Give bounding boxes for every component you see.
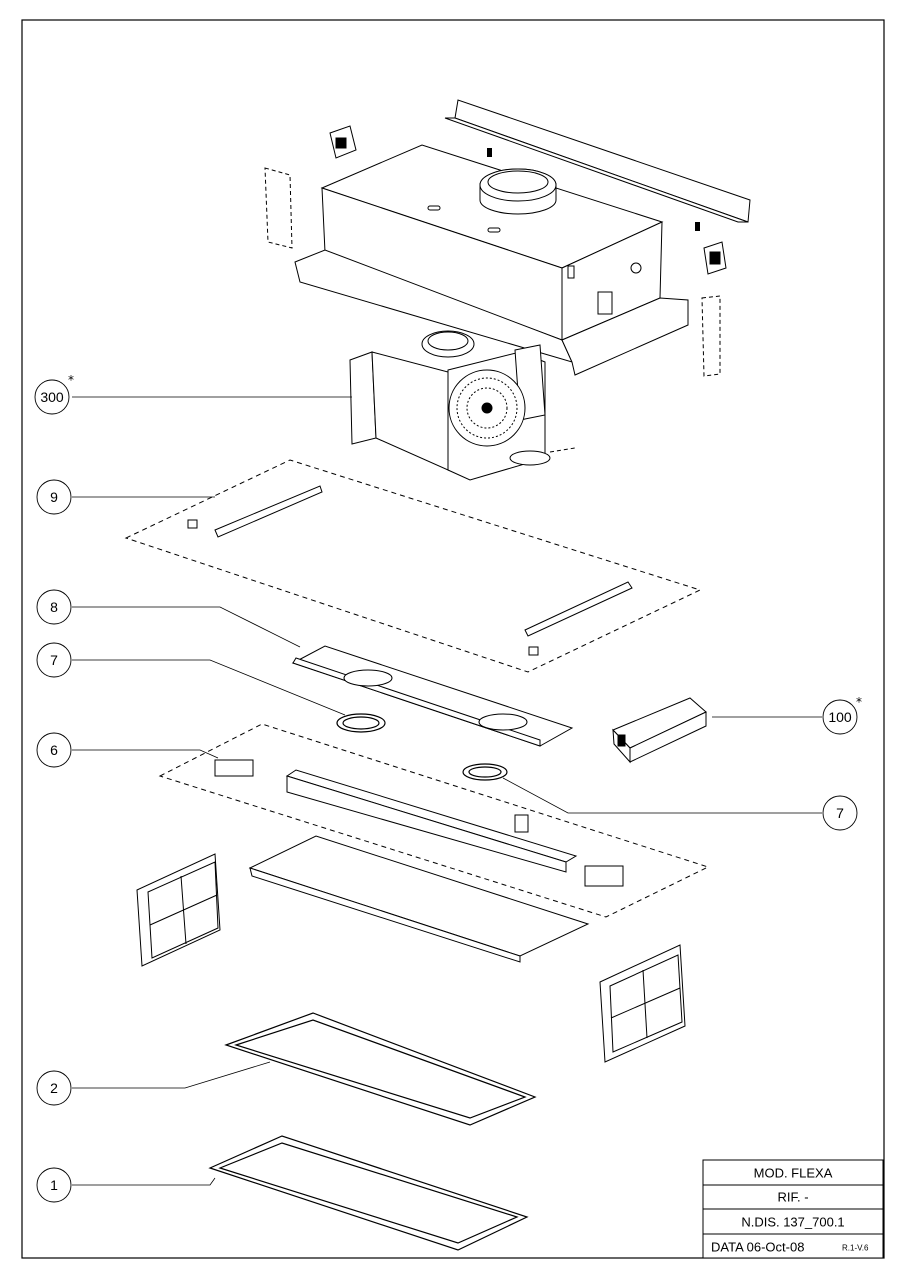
callout-6: 6 [36, 732, 72, 768]
callout-number: 2 [50, 1080, 58, 1096]
callout-number: 1 [50, 1177, 58, 1193]
leader-lines [72, 396, 822, 1186]
control-unit-part [612, 697, 707, 764]
motor-plate-part [291, 645, 574, 747]
callout-number: 9 [50, 489, 58, 505]
side-filter-left-part [136, 853, 221, 967]
switch-right [703, 241, 727, 275]
title-block: MOD. FLEXA RIF. - N.DIS. 137_700.1 DATA … [702, 1159, 884, 1259]
drawing-frame [21, 19, 885, 1259]
inner-frame-part [248, 835, 590, 963]
callout-7-upper: 7 [36, 642, 72, 678]
revision: R.1-V.6 [842, 1244, 869, 1253]
callout-8: 8 [36, 589, 72, 625]
hood-housing-part [294, 99, 751, 376]
switch-left [329, 125, 357, 159]
rail-set-part [124, 459, 702, 673]
callout-number: 7 [836, 805, 844, 821]
callout-1: 1 [36, 1167, 72, 1203]
callout-number: 6 [50, 742, 58, 758]
motor-assembly-part [349, 330, 576, 481]
model-name: MOD. FLEXA [754, 1166, 833, 1181]
frame-group-part [158, 723, 710, 918]
drawing-number: N.DIS. 137_700.1 [741, 1215, 844, 1230]
callout-number: 7 [50, 652, 58, 668]
callout-2: 2 [36, 1070, 72, 1106]
callout-9: 9 [36, 479, 72, 515]
callout-100: 100 * [822, 695, 862, 735]
side-filter-right-part [599, 944, 686, 1063]
grease-filter-part-2 [224, 1012, 537, 1126]
callout-number: 100 [828, 709, 852, 725]
reference: RIF. - [777, 1190, 808, 1205]
grease-filter-part-1 [208, 1135, 529, 1251]
side-bracket-right [701, 295, 721, 377]
callout-number: 8 [50, 599, 58, 615]
callout-300: 300 * [34, 373, 74, 415]
side-bracket-left [264, 167, 293, 249]
callout-star: * [856, 695, 862, 709]
screw [487, 148, 700, 231]
callout-number: 300 [40, 389, 64, 405]
callout-7-lower: 7 [822, 795, 858, 831]
drawing-date: DATA 06-Oct-08 [711, 1240, 804, 1255]
callout-star: * [68, 373, 74, 387]
ring-part [336, 713, 508, 781]
